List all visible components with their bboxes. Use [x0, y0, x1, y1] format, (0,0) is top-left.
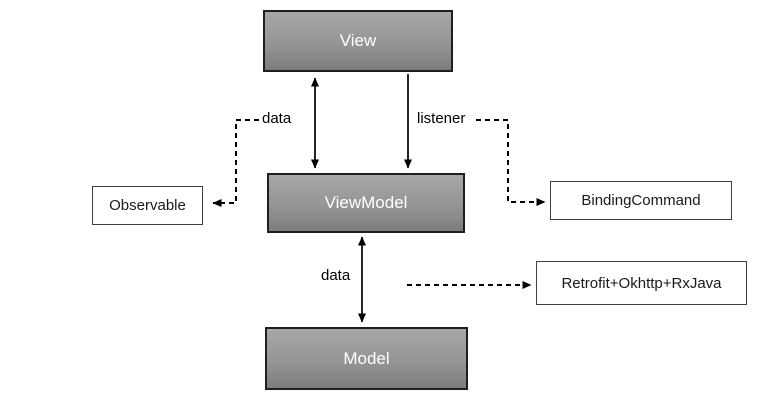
- node-retrofit-okhttp-rxjava: Retrofit+Okhttp+RxJava: [536, 261, 747, 305]
- node-retrofit-label: Retrofit+Okhttp+RxJava: [561, 274, 722, 292]
- edge-label-listener: listener: [417, 110, 466, 127]
- dashed-arrow-data-to-observable: [212, 119, 259, 207]
- node-viewmodel-label: ViewModel: [324, 193, 408, 212]
- dashed-arrow-listener-to-bindingcommand: [476, 119, 546, 206]
- edge-label-data-top: data: [262, 110, 292, 127]
- edge-label-data-bottom: data: [321, 267, 351, 284]
- node-viewmodel: ViewModel: [267, 173, 465, 233]
- node-bindingcommand: BindingCommand: [550, 181, 732, 220]
- node-view-label: View: [339, 31, 377, 50]
- node-observable-label: Observable: [109, 197, 186, 214]
- node-model: Model: [265, 327, 468, 390]
- node-view: View: [263, 10, 453, 72]
- node-bindingcommand-label: BindingCommand: [581, 192, 701, 209]
- node-model-label: Model: [343, 348, 390, 368]
- node-observable: Observable: [92, 186, 203, 225]
